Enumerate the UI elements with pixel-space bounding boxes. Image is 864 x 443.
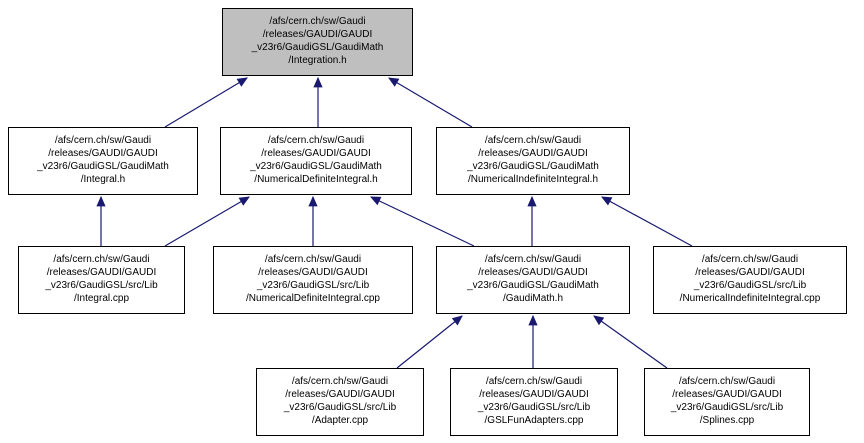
node-numerical-definite-integral-h[interactable]: /afs/cern.ch/sw/Gaudi /releases/GAUDI/GA… — [220, 127, 412, 195]
edge-splines-cpp-to-gaudimath-h — [593, 315, 668, 369]
node-numerical-indefinite-integral-h[interactable]: /afs/cern.ch/sw/Gaudi /releases/GAUDI/GA… — [436, 127, 630, 195]
node-integral-cpp[interactable]: /afs/cern.ch/sw/Gaudi /releases/GAUDI/GA… — [18, 246, 185, 314]
node-integral-h[interactable]: /afs/cern.ch/sw/Gaudi /releases/GAUDI/GA… — [8, 127, 198, 195]
node-numerical-definite-integral-cpp[interactable]: /afs/cern.ch/sw/Gaudi /releases/GAUDI/GA… — [213, 246, 413, 314]
node-splines-cpp[interactable]: /afs/cern.ch/sw/Gaudi /releases/GAUDI/GA… — [644, 368, 810, 436]
edge-adapter-cpp-to-gaudimath-h — [396, 315, 463, 369]
edge-integral-cpp-to-numerical-definite-integral-h — [164, 196, 250, 247]
node-gaudimath-h[interactable]: /afs/cern.ch/sw/Gaudi /releases/GAUDI/GA… — [436, 246, 630, 314]
node-integration-h: /afs/cern.ch/sw/Gaudi /releases/GAUDI/GA… — [222, 8, 413, 76]
edge-numerical-indefinite-integral-cpp-to-numerical-indefinite-integral-h — [601, 196, 693, 247]
edge-numerical-indefinite-integral-h-to-integration-h — [388, 77, 473, 128]
node-numerical-indefinite-integral-cpp[interactable]: /afs/cern.ch/sw/Gaudi /releases/GAUDI/GA… — [653, 246, 847, 314]
node-adapter-cpp[interactable]: /afs/cern.ch/sw/Gaudi /releases/GAUDI/GA… — [256, 368, 424, 436]
edge-integral-h-to-integration-h — [164, 77, 248, 128]
edge-gaudimath-h-to-numerical-definite-integral-h — [370, 196, 475, 247]
node-gslfunadapters-cpp[interactable]: /afs/cern.ch/sw/Gaudi /releases/GAUDI/GA… — [450, 368, 618, 436]
